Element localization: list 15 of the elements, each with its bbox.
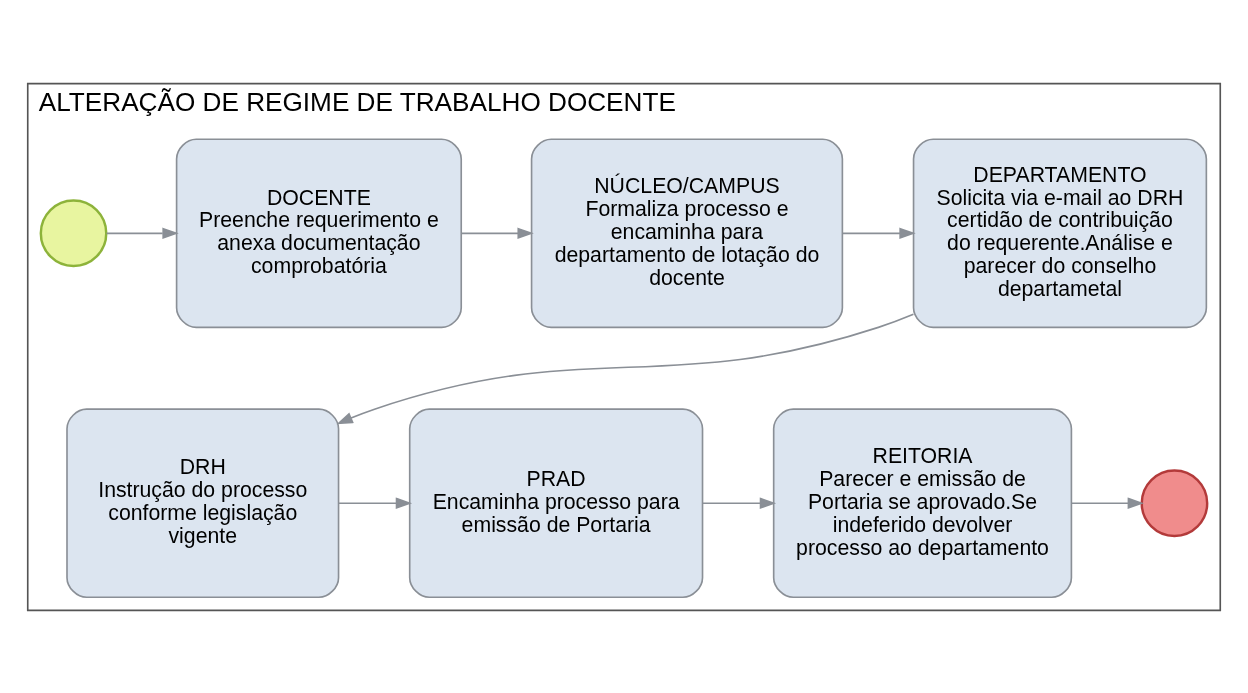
node-box: DRH Instrução do processo conforme legislação vigente	[66, 407, 340, 598]
node-circle	[1140, 468, 1209, 537]
arrow	[336, 312, 915, 424]
node-box: DOCENTE Preenche requerimento e anexa documentação comprobatória	[175, 137, 463, 328]
node-box: NÚCLEO/CAMPUS Formaliza processo e encaminha para departamento de lotação do docente	[530, 137, 844, 328]
arrow	[702, 497, 777, 509]
node-circle	[39, 198, 108, 267]
arrow	[105, 227, 179, 239]
arrow	[842, 227, 916, 239]
node-box: REITORIA Parecer e emissão de Portaria se aprovado.Se indeferido devolver processo ao departamento	[772, 407, 1073, 598]
arrow	[460, 227, 534, 239]
node-box: PRAD Encaminha processo para emissão de Portaria	[408, 407, 704, 598]
arrow	[1070, 497, 1144, 509]
node-box: DEPARTAMENTO Solicita via e-mail ao DRH certidão de contribuição do requerente.Análise e parecer do conselho departametal	[912, 137, 1208, 328]
arrow	[337, 497, 413, 509]
